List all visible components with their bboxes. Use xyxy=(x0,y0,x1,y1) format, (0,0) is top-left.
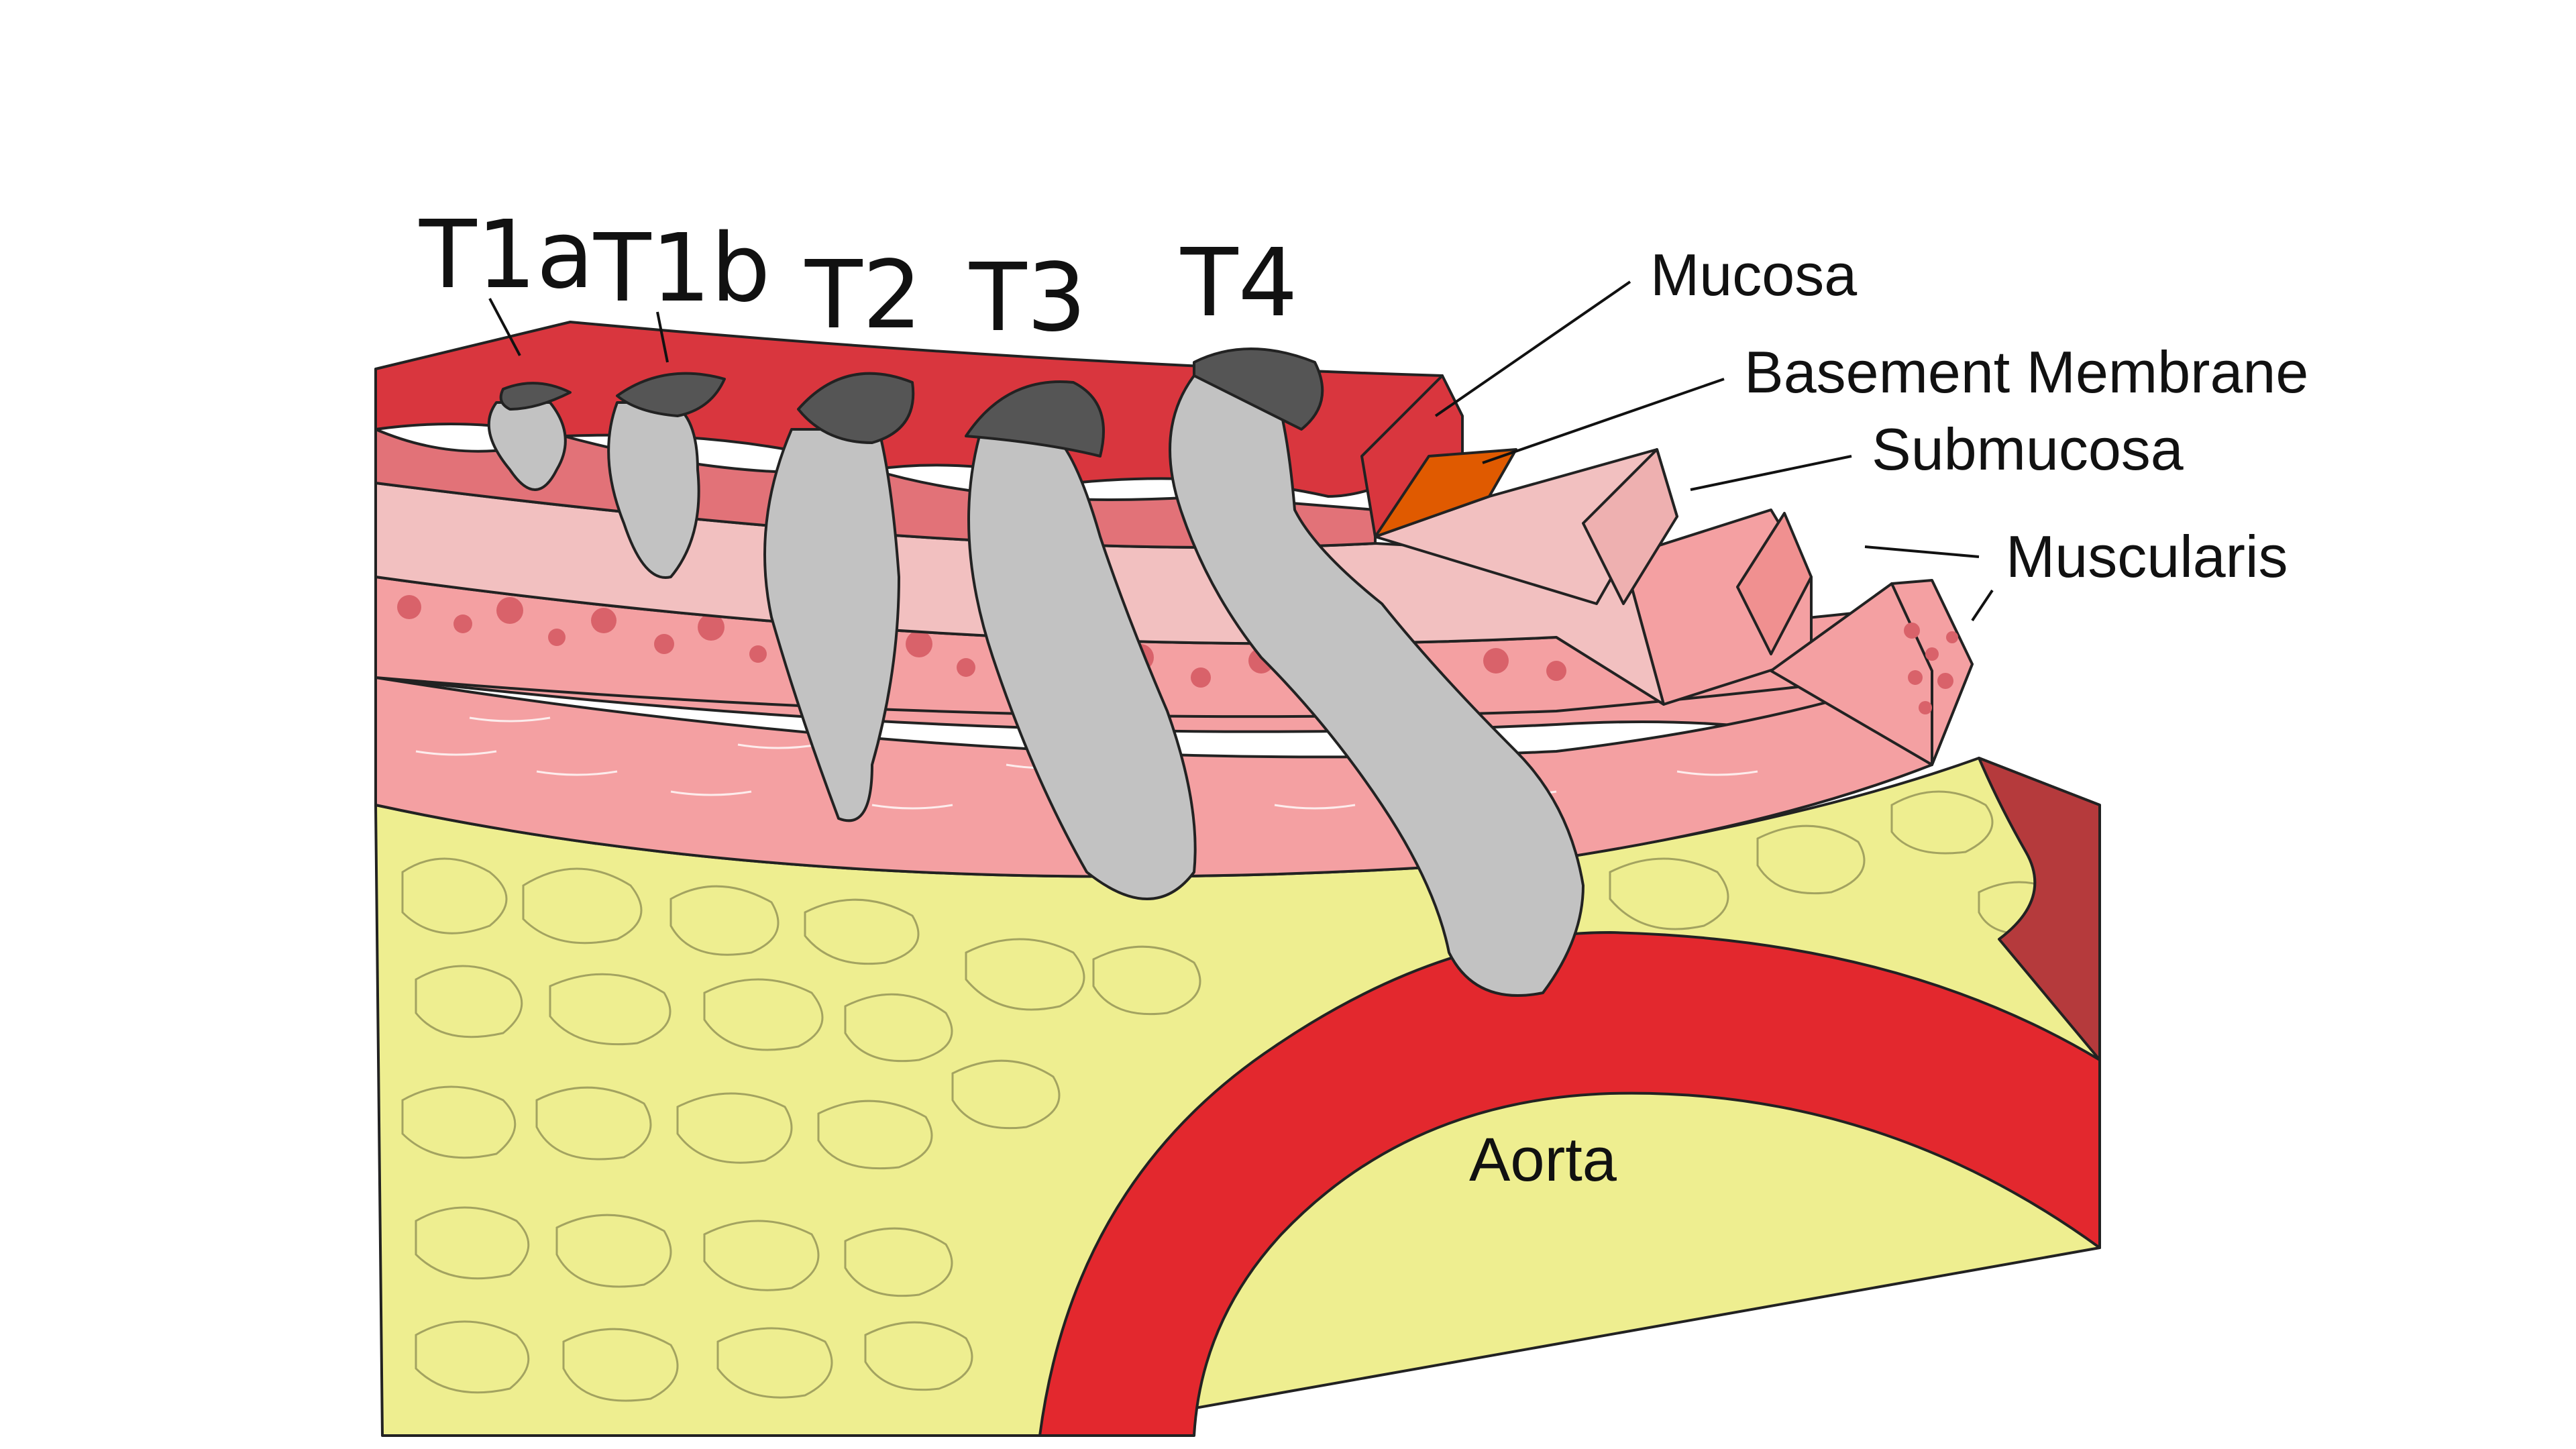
leader-muscularis-2 xyxy=(1971,589,1994,622)
aorta-label: Aorta xyxy=(1469,1126,1617,1194)
tumor-t1a xyxy=(487,382,572,491)
leader-t1a xyxy=(488,298,521,356)
tumor-t3 xyxy=(965,380,1197,900)
leader-submucosa xyxy=(1690,455,1852,491)
stage-label-t1a: T1a xyxy=(419,201,594,310)
tumors xyxy=(487,347,1585,997)
basement-membrane-band xyxy=(1374,448,1517,538)
stage-labels: T1a T1b T2 T3 T4 xyxy=(419,201,1298,363)
aorta: Aorta xyxy=(1038,757,2101,1437)
basement-membrane-label: Basement Membrane xyxy=(1744,339,2308,405)
tumor-t2 xyxy=(763,372,915,822)
muscularis-label: Muscularis xyxy=(2006,523,2288,590)
tumor-t4 xyxy=(1169,347,1585,997)
stage-label-t4: T4 xyxy=(1180,229,1298,338)
aorta-shadow xyxy=(1978,757,2101,1061)
stage-label-t3: T3 xyxy=(969,244,1087,353)
tumor-t1b xyxy=(607,372,726,579)
stage-label-t1b: T1b xyxy=(593,214,770,323)
leader-muscularis xyxy=(1864,545,1980,558)
stage-label-t2: T2 xyxy=(804,241,922,350)
submucosa-label: Submucosa xyxy=(1872,416,2184,482)
leader-mucosa xyxy=(1434,280,1631,417)
leader-t1b xyxy=(656,311,669,363)
leader-basement-membrane xyxy=(1482,378,1725,464)
mucosa-label: Mucosa xyxy=(1650,241,1857,308)
layer-labels: Mucosa Basement Membrane Submucosa Muscu… xyxy=(1434,241,2308,622)
aorta-wall xyxy=(1038,931,2101,1437)
